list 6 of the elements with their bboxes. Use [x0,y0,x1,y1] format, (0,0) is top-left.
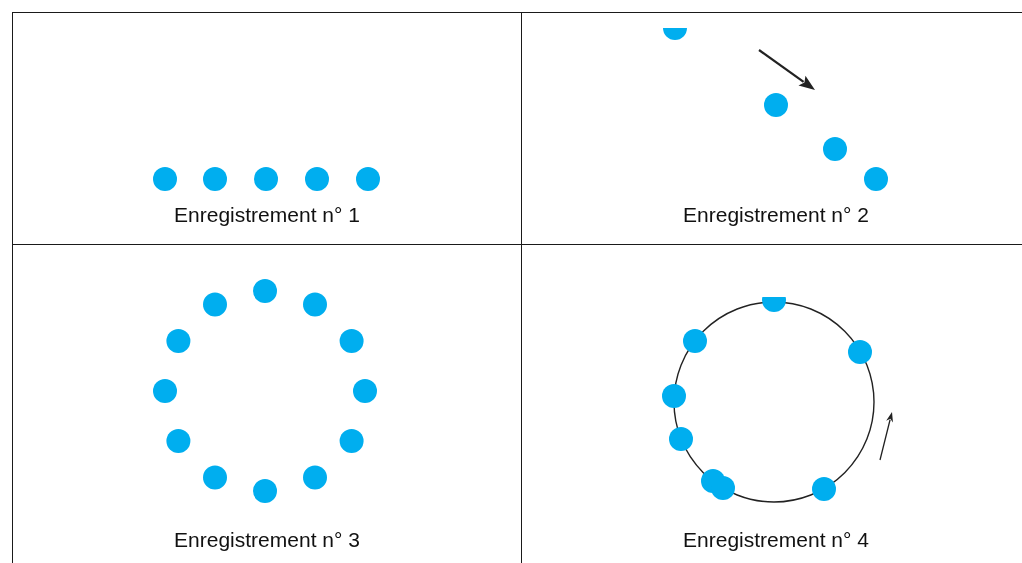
panel-frame [12,12,522,245]
panel-caption: Enregistrement n° 3 [174,528,360,552]
panel-caption: Enregistrement n° 1 [174,203,360,227]
panel-frame [12,244,522,563]
panel-caption: Enregistrement n° 4 [683,528,869,552]
panel-caption: Enregistrement n° 2 [683,203,869,227]
